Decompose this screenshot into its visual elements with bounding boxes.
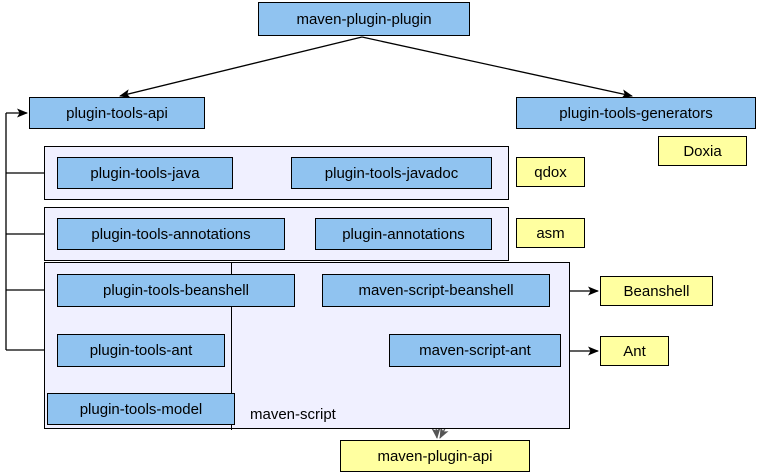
node-maven-plugin-api[interactable]: maven-plugin-api <box>340 440 530 472</box>
node-maven-script-beanshell[interactable]: maven-script-beanshell <box>322 274 550 307</box>
node-label: Ant <box>623 342 646 360</box>
node-label: maven-plugin-plugin <box>296 10 432 28</box>
node-label: maven-plugin-api <box>377 447 493 465</box>
edge-plugin-plugin-to-generators <box>361 36 633 99</box>
node-doxia[interactable]: Doxia <box>658 136 747 166</box>
node-plugin-tools-api[interactable]: plugin-tools-api <box>29 97 205 129</box>
node-label: Beanshell <box>623 282 690 300</box>
node-label: plugin-tools-model <box>79 400 203 418</box>
node-plugin-tools-model[interactable]: plugin-tools-model <box>47 393 235 425</box>
node-label: plugin-annotations <box>342 225 465 243</box>
node-ant[interactable]: Ant <box>600 336 669 366</box>
node-label: maven-script-ant <box>419 342 531 359</box>
node-beanshell[interactable]: Beanshell <box>600 276 713 306</box>
group-maven-script-divider <box>231 263 232 430</box>
node-label: asm <box>536 224 565 242</box>
node-plugin-tools-javadoc[interactable]: plugin-tools-javadoc <box>291 157 492 189</box>
node-label: plugin-tools-annotations <box>91 225 251 243</box>
node-plugin-tools-annotations[interactable]: plugin-tools-annotations <box>57 218 285 250</box>
node-plugin-tools-beanshell[interactable]: plugin-tools-beanshell <box>57 274 295 307</box>
node-qdox[interactable]: qdox <box>516 157 585 187</box>
node-label: plugin-tools-api <box>66 104 168 122</box>
node-plugin-tools-generators[interactable]: plugin-tools-generators <box>516 97 756 129</box>
node-plugin-annotations[interactable]: plugin-annotations <box>315 218 492 250</box>
node-maven-script-ant[interactable]: maven-script-ant <box>389 334 561 367</box>
group-maven-script-label: maven-script <box>250 406 336 423</box>
edge-plugin-plugin-to-tools-api <box>119 36 363 99</box>
node-label: plugin-tools-javadoc <box>324 164 459 182</box>
node-label: Doxia <box>683 142 722 160</box>
node-label: maven-script-beanshell <box>358 282 514 299</box>
node-asm[interactable]: asm <box>516 218 585 248</box>
node-label: plugin-tools-generators <box>559 104 713 122</box>
node-label: plugin-tools-ant <box>89 342 193 359</box>
node-plugin-tools-java[interactable]: plugin-tools-java <box>57 157 233 189</box>
node-label: plugin-tools-java <box>90 164 200 182</box>
node-maven-plugin-plugin[interactable]: maven-plugin-plugin <box>258 2 470 36</box>
node-plugin-tools-ant[interactable]: plugin-tools-ant <box>57 334 225 367</box>
node-label: plugin-tools-beanshell <box>103 282 249 299</box>
node-label: qdox <box>534 163 567 181</box>
